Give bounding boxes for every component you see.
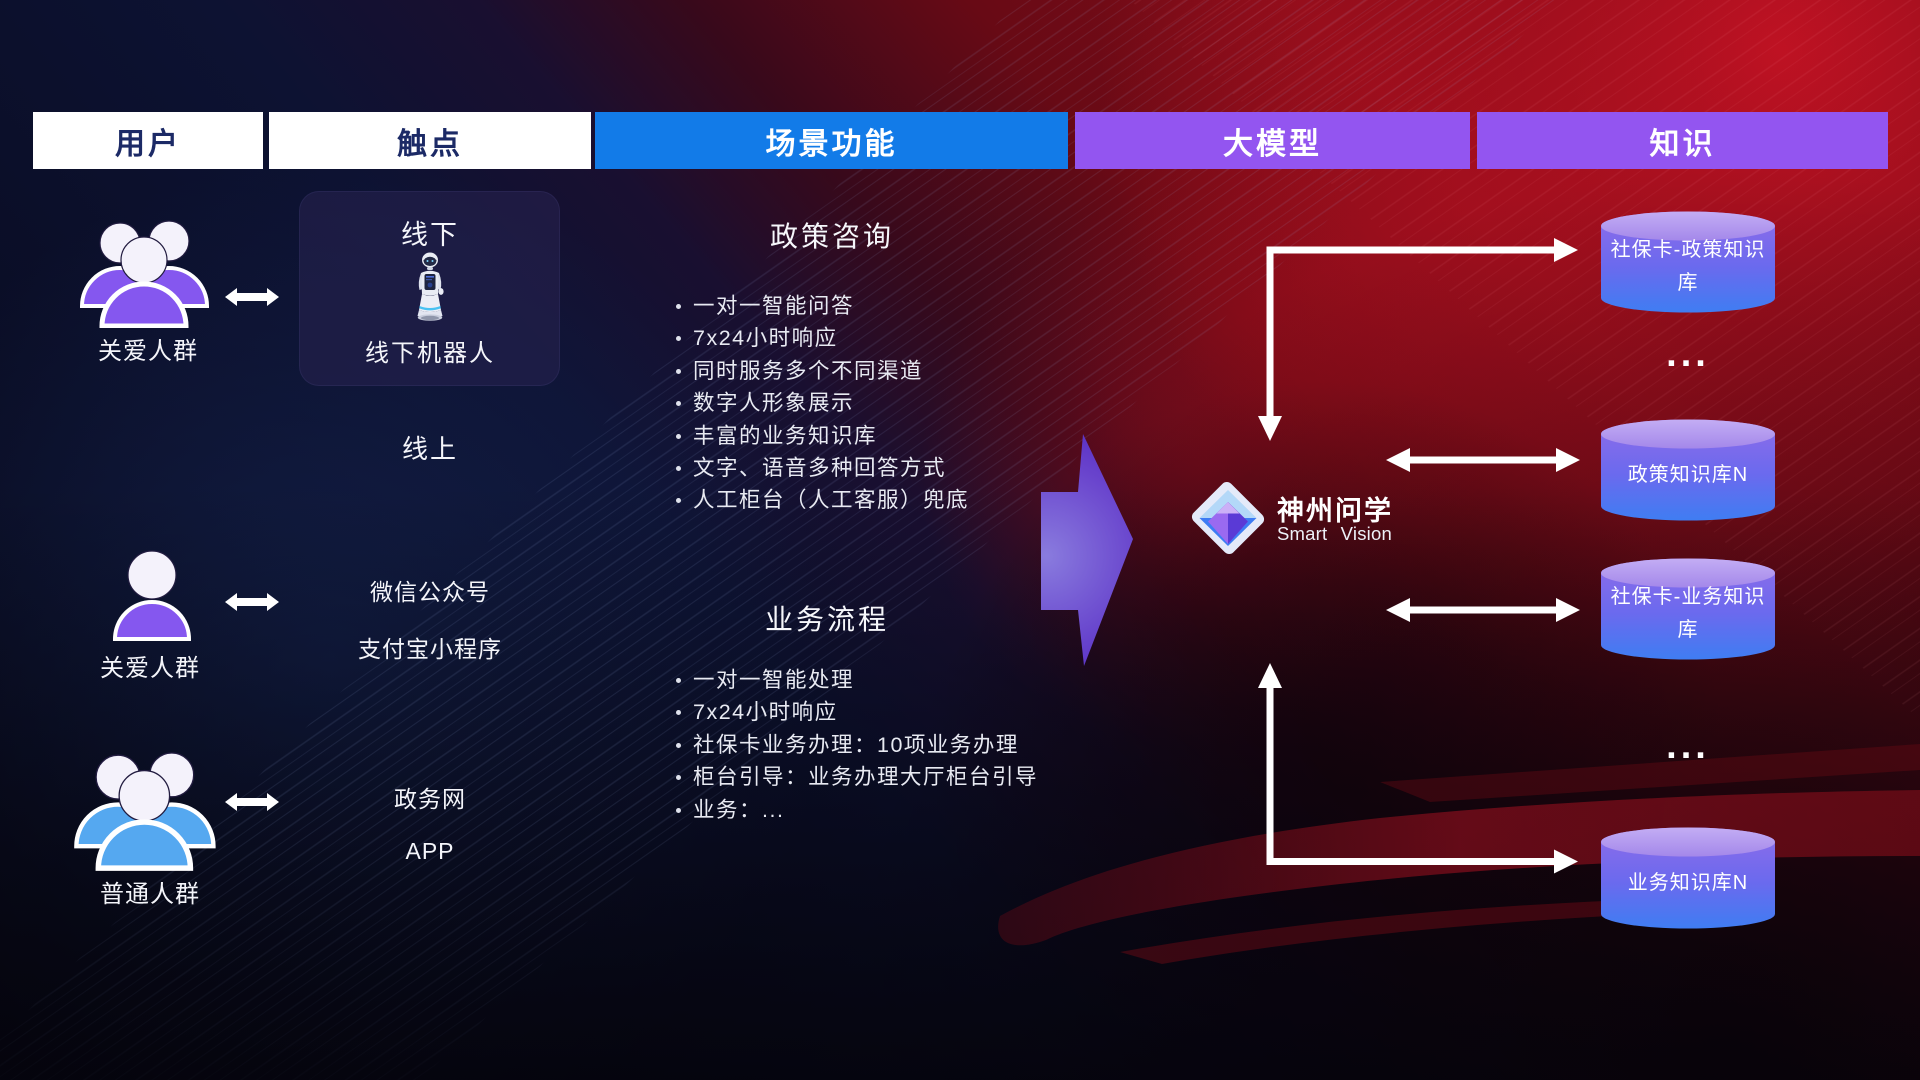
brand-name: 神州问学: [1277, 496, 1393, 526]
knowledge-db-label: 业务知识库N: [1627, 871, 1749, 894]
database-cylinder-icon: [1601, 419, 1775, 521]
knowledge-db-label: 政策知识库N: [1627, 463, 1749, 486]
bullet-item: 丰富的业务知识库: [676, 420, 969, 452]
database-cylinder-icon: [1601, 827, 1775, 929]
bullet-item: 一对一智能处理: [676, 664, 1038, 696]
user-group-label: 关爱人群: [100, 655, 200, 682]
service-robot-icon: [417, 252, 444, 321]
bullet-item: 柜台引导：业务办理大厅柜台引导: [676, 761, 1038, 793]
knowledge-db-cylinder: 政策知识库N: [1601, 419, 1775, 521]
bullet-item: 社保卡业务办理：10项业务办理: [676, 729, 1038, 761]
knowledge-db-cylinder: 社保卡-业务知识库: [1601, 558, 1775, 660]
ellipsis-more-dbs: ...: [1666, 725, 1710, 767]
diagonal-streaks-red: [1130, 0, 1920, 720]
bullet-item: 同时服务多个不同渠道: [676, 355, 969, 387]
bullet-item: 文字、语音多种回答方式: [676, 452, 969, 484]
double-arrow-icon: [225, 793, 279, 811]
touchpoint-offline-robot-label: 线下机器人: [365, 340, 495, 367]
user-group-label: 普通人群: [100, 881, 200, 908]
brand-subtitle: Smart Vision: [1277, 523, 1392, 544]
touchpoint-offline-title: 线下: [401, 220, 459, 250]
user-group-label: 关爱人群: [98, 338, 198, 365]
bullet-item: 数字人形象展示: [676, 387, 969, 419]
touchpoint-alipay: 支付宝小程序: [358, 636, 502, 662]
bullet-item: 一对一智能问答: [676, 290, 969, 322]
bullet-item: 7x24小时响应: [676, 696, 1038, 728]
knowledge-db-label: 社保卡-业务知识库: [1610, 586, 1766, 641]
touchpoint-online-title: 线上: [401, 434, 458, 464]
knowledge-db-cylinder: 业务知识库N: [1601, 827, 1775, 929]
ellipsis-more-dbs: ...: [1666, 333, 1710, 375]
column-header-model: 大模型: [1075, 112, 1470, 169]
bullet-item: 业务：...: [676, 794, 1038, 826]
group-people-purple-icon: [79, 220, 210, 328]
touchpoint-gov-web: 政务网: [394, 786, 466, 812]
diagonal-streaks: [0, 0, 1560, 1080]
database-cylinder-icon: [1601, 211, 1775, 313]
knowledge-db-label: 社保卡-政策知识库: [1610, 239, 1766, 294]
brand-logo-icon: [1191, 481, 1265, 555]
scene-process-title: 业务流程: [764, 604, 889, 635]
column-header-knowledge: 知识: [1477, 112, 1888, 169]
scene-policy-title: 政策咨询: [769, 221, 894, 252]
column-header-touchpoints: 触点: [269, 112, 591, 169]
double-arrow-icon: [225, 593, 279, 611]
bullet-item: 人工柜台（人工客服）兜底: [676, 484, 969, 516]
column-header-users: 用户: [33, 112, 263, 169]
flow-arrow: [1041, 434, 1133, 666]
group-people-blue-icon: [74, 752, 216, 871]
database-cylinder-icon: [1601, 558, 1775, 660]
double-arrow-icon: [225, 288, 279, 306]
column-header-scenes: 场景功能: [595, 112, 1068, 169]
touchpoint-wechat: 微信公众号: [370, 579, 490, 605]
knowledge-db-cylinder: 社保卡-政策知识库: [1601, 211, 1775, 313]
touchpoint-app: APP: [405, 838, 455, 864]
single-person-purple-icon: [113, 550, 191, 641]
bullet-item: 7x24小时响应: [676, 322, 969, 354]
